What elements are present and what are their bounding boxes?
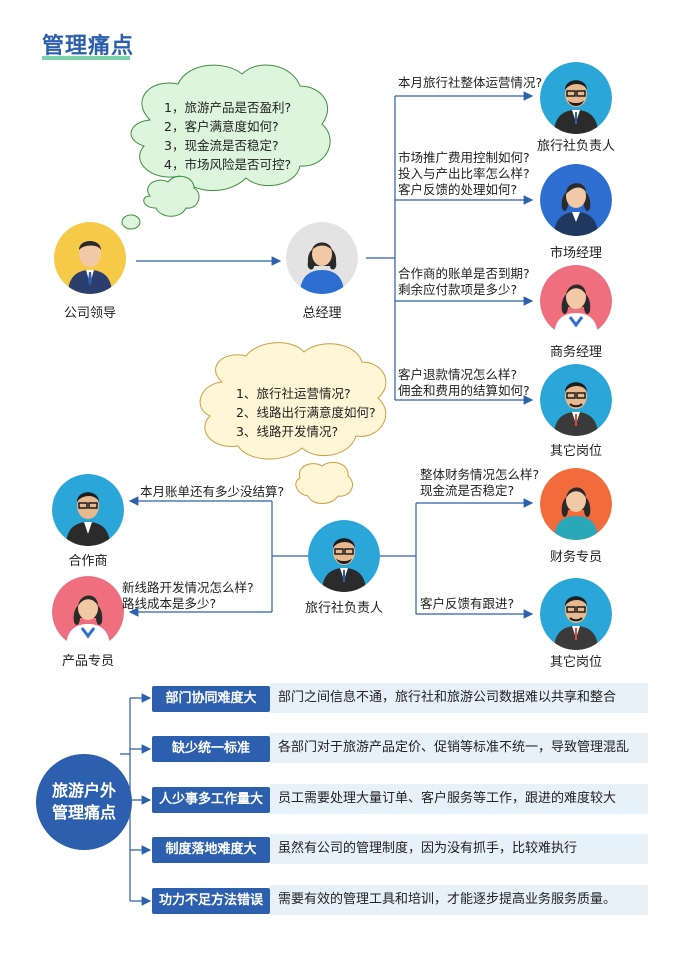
question-product: 新线路开发情况怎么样? 路线成本是多少? xyxy=(122,580,254,612)
question-line: 合作商的账单是否到期? xyxy=(398,266,530,281)
leader-label: 公司领导 xyxy=(63,306,116,321)
leader-cloud-text: 1，旅游产品是否盈利? 2，客户满意度如何? 3，现金流是否稳定? 4，市场风险… xyxy=(164,98,291,174)
pain-tag: 部门协同难度大 xyxy=(152,686,270,712)
question-line: 整体财务情况怎么样? xyxy=(420,467,540,482)
agency-head-top-avatar xyxy=(540,62,612,134)
pain-tag: 缺少统一标准 xyxy=(152,736,270,762)
marketing-label: 市场经理 xyxy=(549,246,602,261)
leader-thought-cloud xyxy=(121,64,331,230)
question-business: 合作商的账单是否到期? 剩余应付款项是多少? xyxy=(398,266,530,298)
pain-center-badge: 旅游户外 管理痛点 xyxy=(36,754,132,850)
partner-label: 合作商 xyxy=(68,554,108,569)
question-line: 剩余应付款项是多少? xyxy=(398,282,518,297)
question-marketing: 市场推广费用控制如何? 投入与产出比率怎么样? 客户反馈的处理如何? xyxy=(398,150,530,198)
pain-center-line: 旅游户外 xyxy=(51,781,116,800)
question-line: 现金流是否稳定? xyxy=(420,483,515,498)
pain-desc: 各部门对于旅游产品定价、促销等标准不统一，导致管理混乱 xyxy=(270,733,648,763)
pain-tag: 功力不足方法错误 xyxy=(152,888,270,914)
agency-head-mid-avatar xyxy=(308,520,380,592)
cloud-line: 4，市场风险是否可控? xyxy=(164,157,292,172)
question-other-bottom: 客户反馈有跟进? xyxy=(420,596,515,611)
cloud-line: 1，旅游产品是否盈利? xyxy=(164,100,292,115)
other-top-label: 其它岗位 xyxy=(549,444,602,459)
pain-tag: 人少事多工作量大 xyxy=(152,787,270,813)
gm-avatar xyxy=(286,222,358,294)
question-finance: 整体财务情况怎么样? 现金流是否稳定? xyxy=(420,467,539,499)
pain-desc: 部门之间信息不通，旅行社和旅游公司数据难以共享和整合 xyxy=(270,683,648,713)
cloud-line: 1、旅行社运营情况? xyxy=(236,386,351,401)
cloud-line: 3，现金流是否稳定? xyxy=(164,138,279,153)
pain-desc: 需要有效的管理工具和培训，才能逐步提高业务服务质量。 xyxy=(270,885,648,915)
title-underline xyxy=(42,56,130,60)
question-line: 新线路开发情况怎么样? xyxy=(122,580,254,595)
question-line: 市场推广费用控制如何? xyxy=(398,150,530,165)
question-line: 客户反馈的处理如何? xyxy=(398,182,518,197)
question-line: 路线成本是多少? xyxy=(122,596,217,611)
page-title: 管理痛点 xyxy=(42,34,135,59)
other-bottom-label: 其它岗位 xyxy=(549,655,602,670)
agency-head-mid-label: 旅行社负责人 xyxy=(304,601,383,616)
question-line: 佣金和费用的结算如何? xyxy=(398,383,530,398)
business-avatar xyxy=(540,265,612,337)
other-top-avatar xyxy=(540,364,612,436)
question-agency: 本月旅行社整体运营情况? xyxy=(398,75,543,90)
pain-desc: 虽然有公司的管理制度，因为没有抓手，比较难执行 xyxy=(270,834,648,864)
pain-tag: 制度落地难度大 xyxy=(152,837,270,863)
finance-label: 财务专员 xyxy=(549,550,602,565)
marketing-avatar xyxy=(540,164,612,236)
agency-head-top-label: 旅行社负责人 xyxy=(536,139,615,154)
other-bottom-avatar xyxy=(540,578,612,650)
pain-desc: 员工需要处理大量订单、客户服务等工作，跟进的难度较大 xyxy=(270,784,648,814)
question-line: 投入与产出比率怎么样? xyxy=(398,166,530,181)
cloud-line: 2、线路出行满意度如何? xyxy=(236,405,376,420)
cloud-line: 3、线路开发情况? xyxy=(236,424,339,439)
product-label: 产品专员 xyxy=(61,654,114,669)
gm-thought-cloud xyxy=(199,342,387,504)
gm-label: 总经理 xyxy=(302,306,342,321)
cloud-line: 2，客户满意度如何? xyxy=(164,119,279,134)
question-line: 客户退款情况怎么样? xyxy=(398,367,518,382)
finance-avatar xyxy=(540,468,612,540)
leader-avatar xyxy=(54,222,126,294)
partner-avatar xyxy=(52,474,124,546)
business-label: 商务经理 xyxy=(549,345,602,360)
gm-cloud-text: 1、旅行社运营情况? 2、线路出行满意度如何? 3、线路开发情况? xyxy=(236,384,376,441)
question-partner: 本月账单还有多少没结算? xyxy=(140,484,285,499)
pain-center-line: 管理痛点 xyxy=(51,803,116,822)
question-other-top: 客户退款情况怎么样? 佣金和费用的结算如何? xyxy=(398,367,530,399)
product-avatar xyxy=(52,576,124,648)
